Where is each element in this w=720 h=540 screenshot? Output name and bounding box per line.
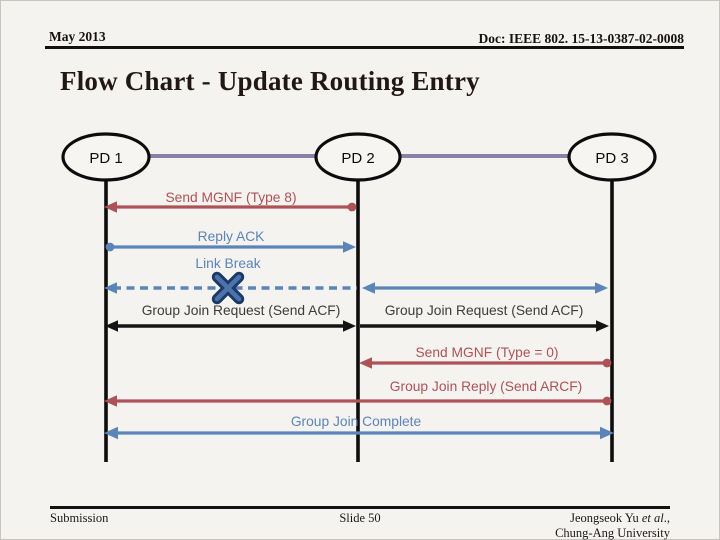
message-label: Send MGNF (Type 8) xyxy=(165,190,296,205)
footer-submission: Submission xyxy=(50,511,109,525)
arrowhead-left-icon xyxy=(104,201,117,213)
node-pd1-label: PD 1 xyxy=(89,150,122,167)
message-label: Group Join Complete xyxy=(291,414,422,429)
node-pd3-label: PD 3 xyxy=(595,150,628,167)
message-group-join-complete: Group Join Complete xyxy=(104,414,614,440)
message-label: Reply ACK xyxy=(198,229,266,244)
origin-dot-icon xyxy=(602,358,612,368)
page-title: Flow Chart - Update Routing Entry xyxy=(60,66,480,96)
arrowhead-left-icon xyxy=(104,282,117,294)
node-pd2-label: PD 2 xyxy=(341,150,374,167)
origin-dot-icon xyxy=(347,202,357,212)
arrowhead-right-icon xyxy=(600,426,614,440)
link-break-cross-icon xyxy=(211,271,245,305)
arrowhead-right-icon xyxy=(596,320,609,332)
message-label: Group Join Request (Send ACF) xyxy=(385,303,584,318)
message-label: Link Break xyxy=(195,256,260,271)
arrowhead-left-icon xyxy=(104,395,117,407)
link-break-companion-arrow xyxy=(362,282,608,294)
arrowhead-right-icon xyxy=(595,282,608,294)
sequence-diagram: PD 1 PD 2 PD 3 Send MGNF (Type 8) Reply … xyxy=(61,132,657,462)
footer-author-suffix: ., xyxy=(663,511,670,525)
message-label: Group Join Request (Send ACF) xyxy=(142,303,341,318)
message-reply-ack: Reply ACK xyxy=(105,229,356,253)
message-label: Group Join Reply (Send ARCF) xyxy=(390,379,582,394)
node-pd3: PD 3 xyxy=(567,132,657,182)
message-link-break: Link Break xyxy=(104,256,608,305)
header-doc-number: Doc: IEEE 802. 15-13-0387-02-0008 xyxy=(478,31,685,46)
node-pd1: PD 1 xyxy=(61,132,151,182)
arrowhead-left-icon xyxy=(104,426,118,440)
footer-author: Jeongseok Yu et al., Chung-Ang Universit… xyxy=(555,511,670,540)
footer-rule xyxy=(50,506,670,509)
header-rule xyxy=(45,46,684,49)
message-label: Send MGNF (Type = 0) xyxy=(415,345,558,360)
arrowhead-left-icon xyxy=(105,320,118,332)
arrowhead-right-icon xyxy=(343,320,356,332)
footer-slide-number: Slide 50 xyxy=(339,511,381,525)
message-group-join-reply: Group Join Reply (Send ARCF) xyxy=(104,379,612,407)
header-date: May 2013 xyxy=(49,29,106,44)
message-send-mgnf-type0: Send MGNF (Type = 0) xyxy=(359,345,612,369)
node-pd2: PD 2 xyxy=(314,132,402,182)
arrowhead-right-icon xyxy=(343,241,356,253)
origin-dot-icon xyxy=(105,242,115,252)
message-group-join-request-1: Group Join Request (Send ACF) xyxy=(105,303,356,332)
arrowhead-left-icon xyxy=(362,282,375,294)
arrowhead-left-icon xyxy=(359,357,372,369)
message-send-mgnf-type8: Send MGNF (Type 8) xyxy=(104,190,357,213)
origin-dot-icon xyxy=(602,396,612,406)
footer-author-etal: et al xyxy=(641,511,664,525)
footer-affiliation: Chung-Ang University xyxy=(555,525,670,540)
footer-author-name: Jeongseok Yu xyxy=(570,511,642,525)
message-group-join-request-2: Group Join Request (Send ACF) xyxy=(360,303,609,332)
